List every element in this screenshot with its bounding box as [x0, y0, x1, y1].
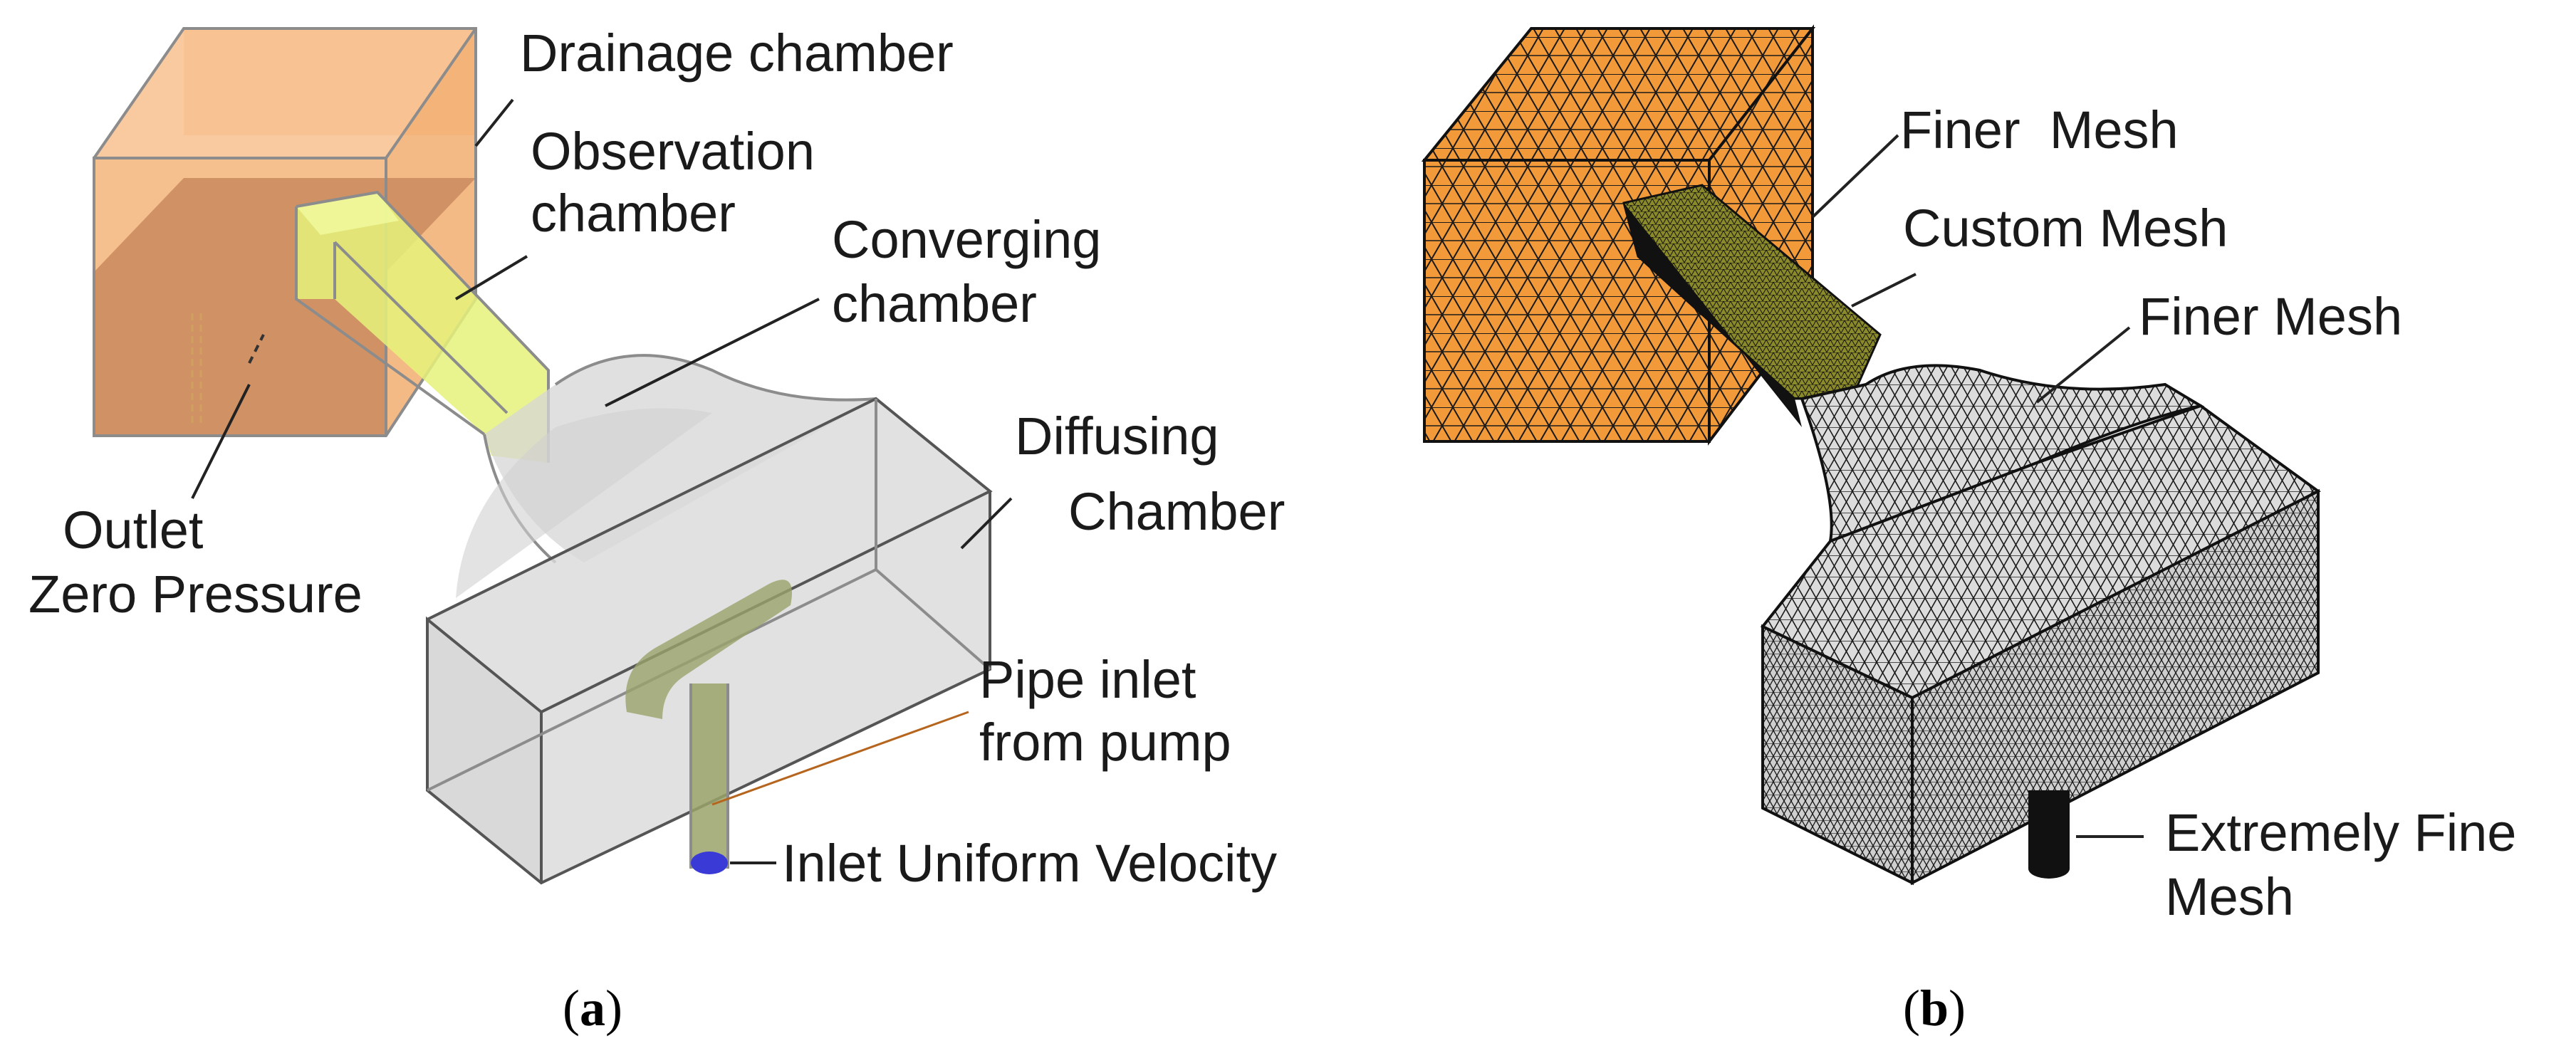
panel-a-geometry — [93, 27, 993, 885]
label-extremely-fine-line1: Extremely Fine — [2165, 803, 2516, 862]
panel-b-mesh — [1421, 24, 2321, 886]
label-pipe-inlet-line2: from pump — [979, 713, 1231, 772]
label-outlet-line1: Outlet — [63, 501, 204, 560]
label-finer-mesh-top: Finer Mesh — [1900, 100, 2179, 159]
label-observation-chamber-line1: Observation — [531, 122, 815, 181]
label-inlet-velocity: Inlet Uniform Velocity — [782, 834, 1277, 893]
label-diffusing-chamber-line2: Chamber — [1068, 482, 1285, 541]
label-diffusing-chamber-line1: Diffusing — [1015, 407, 1219, 466]
diffusing-chamber-front — [427, 619, 541, 883]
diffusing-chamber-side — [541, 491, 990, 883]
drainage-chamber-top — [94, 28, 476, 158]
label-pipe-inlet-line1: Pipe inlet — [979, 650, 1196, 709]
diffusing-chamber-top — [427, 399, 990, 712]
label-converging-chamber-line2: chamber — [832, 274, 1037, 333]
converging-chamber — [484, 355, 876, 562]
mesh-converging — [1800, 364, 2205, 544]
pipe-t-section — [625, 580, 792, 719]
label-finer-mesh-mid: Finer Mesh — [2139, 287, 2402, 346]
mesh-diffusing-side — [1911, 488, 2320, 886]
label-observation-chamber-line2: chamber — [531, 184, 736, 243]
pipe-vertical — [691, 683, 728, 869]
label-extremely-fine-line2: Mesh — [2165, 867, 2294, 926]
mesh-inlet-pipe — [2028, 790, 2070, 869]
label-outlet-line2: Zero Pressure — [28, 565, 363, 624]
label-drainage-chamber: Drainage chamber — [520, 23, 954, 83]
caption-b: (b) — [1903, 980, 1966, 1037]
caption-a: (a) — [563, 980, 622, 1037]
inlet-marker — [691, 852, 728, 874]
label-custom-mesh: Custom Mesh — [1903, 199, 2228, 258]
label-converging-chamber-line1: Converging — [832, 210, 1101, 269]
